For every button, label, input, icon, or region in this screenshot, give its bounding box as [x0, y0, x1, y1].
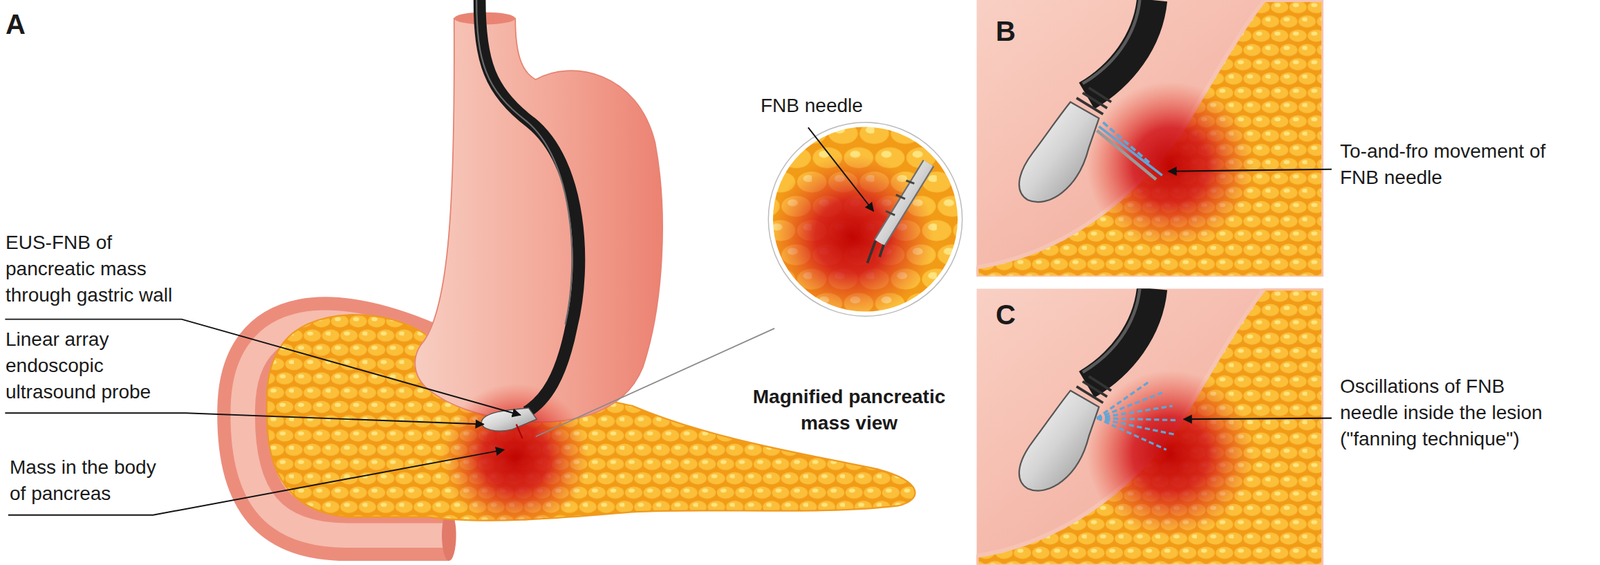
magnify-connector [535, 328, 775, 437]
annotation-label: Linear array endoscopic ultrasound probe [5, 326, 189, 405]
annotation-label: Oscillations of FNB needle inside the le… [1340, 373, 1555, 452]
panel-letter: B [995, 12, 1016, 50]
annotation-label: Mass in the body of pancreas [9, 454, 169, 507]
panel-letter: C [995, 295, 1016, 334]
figure-caption: Magnified pancreatic mass view [731, 383, 967, 437]
panel-letter: A [5, 5, 26, 43]
arrow [1168, 169, 1332, 172]
annotation-label: EUS-FNB of pancreatic mass through gastr… [5, 229, 196, 308]
annotation-label: To-and-fro movement of FNB needle [1340, 138, 1579, 191]
leader-lines [4, 127, 874, 515]
panel-b [976, 0, 1324, 278]
magnified-view [765, 122, 970, 327]
endoscope [476, 0, 579, 439]
arrow [1183, 418, 1332, 420]
stomach [414, 18, 663, 423]
panel-c [976, 288, 1324, 565]
annotation-label: FNB needle [760, 92, 863, 119]
